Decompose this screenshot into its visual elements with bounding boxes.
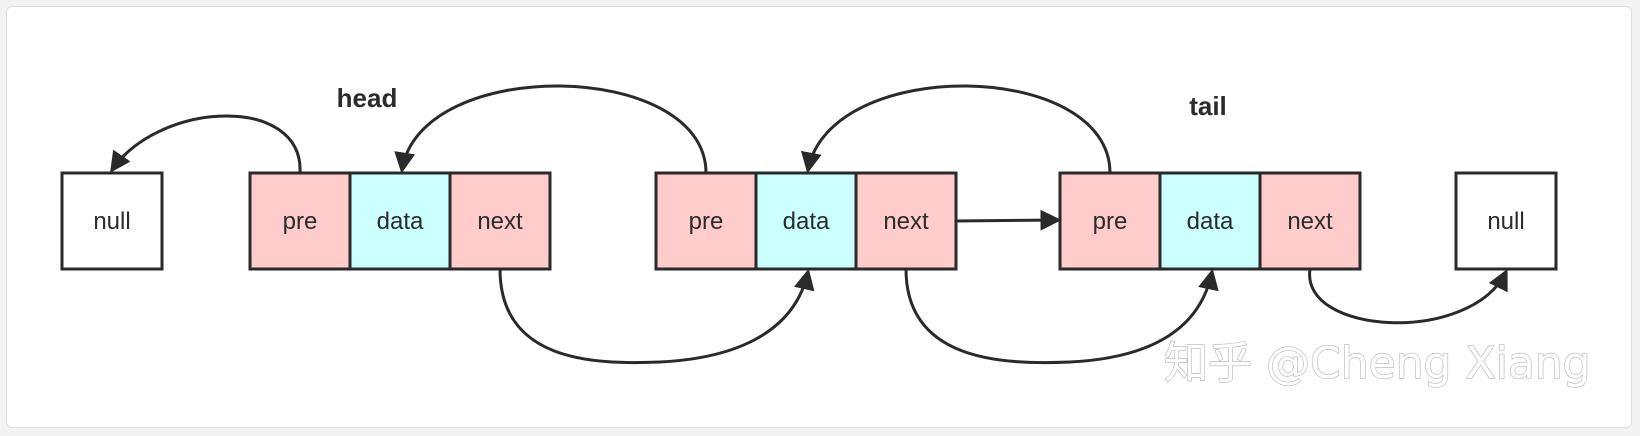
node-middle: pre data next <box>654 171 958 271</box>
node-2-pre-label: pre <box>689 208 724 235</box>
node-3-next-cell <box>1258 171 1362 271</box>
node-2-pre-cell <box>654 171 758 271</box>
arrow-node3-pre-to-node2-data <box>801 84 1112 174</box>
node-head: pre data next <box>248 171 552 271</box>
arrow-tail-next-to-null <box>1308 268 1508 325</box>
null-box-left: null <box>60 171 164 271</box>
node-2-data-label: data <box>783 208 830 235</box>
node-3-data-label: data <box>1187 208 1234 235</box>
arrow-node2-pre-to-node1-data <box>394 84 708 174</box>
node-2-next-cell <box>854 171 958 271</box>
node-1-pre-label: pre <box>283 208 318 235</box>
arrow-node2-next-to-node3-pre <box>955 209 1062 231</box>
watermark-text: 知乎 @Cheng Xiang <box>1164 338 1591 389</box>
node-3-pre-label: pre <box>1093 208 1128 235</box>
node-2-next-label: next <box>883 208 929 235</box>
arrow-head-pre-to-null <box>110 114 302 174</box>
node-1-next-label: next <box>477 208 523 235</box>
node-1-data-label: data <box>377 208 424 235</box>
tail-label: tail <box>1189 91 1227 121</box>
null-box-right: null <box>1454 171 1558 271</box>
head-label: head <box>337 83 398 113</box>
arrow-node1-next-to-node2-data <box>498 268 815 365</box>
null-label-left: null <box>93 208 130 235</box>
node-tail: pre data next <box>1058 171 1362 271</box>
node-3-next-label: next <box>1287 208 1333 235</box>
node-3-data-cell <box>1158 171 1262 271</box>
null-label-right: null <box>1487 208 1524 235</box>
arrow-node2-next-to-node3-data <box>904 268 1219 365</box>
